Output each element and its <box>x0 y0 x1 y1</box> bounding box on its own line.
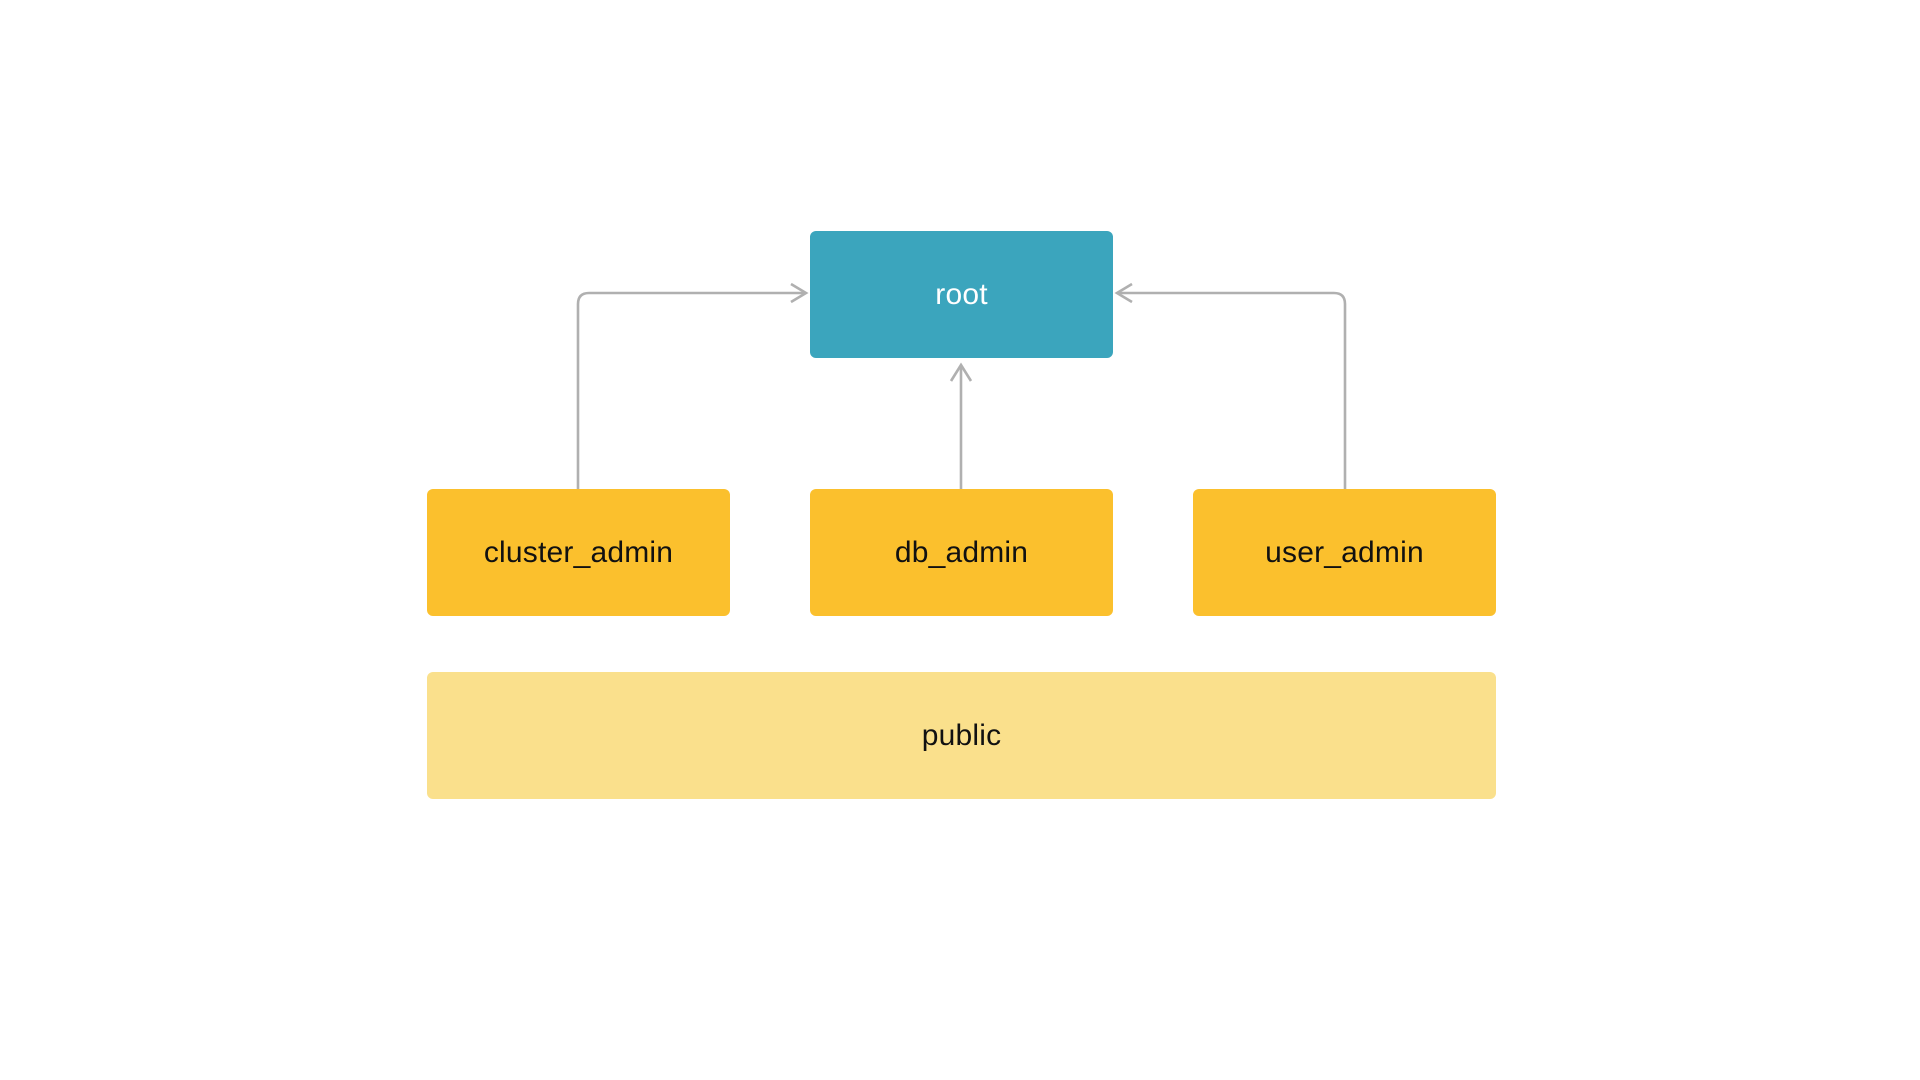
node-db-admin-label: db_admin <box>894 535 1029 569</box>
node-user-admin-label: user_admin <box>1265 535 1424 569</box>
node-public[interactable]: public <box>427 672 1496 799</box>
node-user-admin[interactable]: user_admin <box>1193 489 1496 616</box>
node-root-label: root <box>935 277 988 311</box>
node-public-label: public <box>921 718 1002 752</box>
node-cluster-admin-label: cluster_admin <box>483 535 674 569</box>
node-db-admin[interactable]: db_admin <box>810 489 1113 616</box>
node-cluster-admin[interactable]: cluster_admin <box>427 489 730 616</box>
edge-db-admin-to-root <box>949 362 973 489</box>
edge-cluster-admin-to-root <box>576 282 809 489</box>
edge-user-admin-to-root <box>1114 282 1347 489</box>
node-root[interactable]: root <box>810 231 1113 358</box>
